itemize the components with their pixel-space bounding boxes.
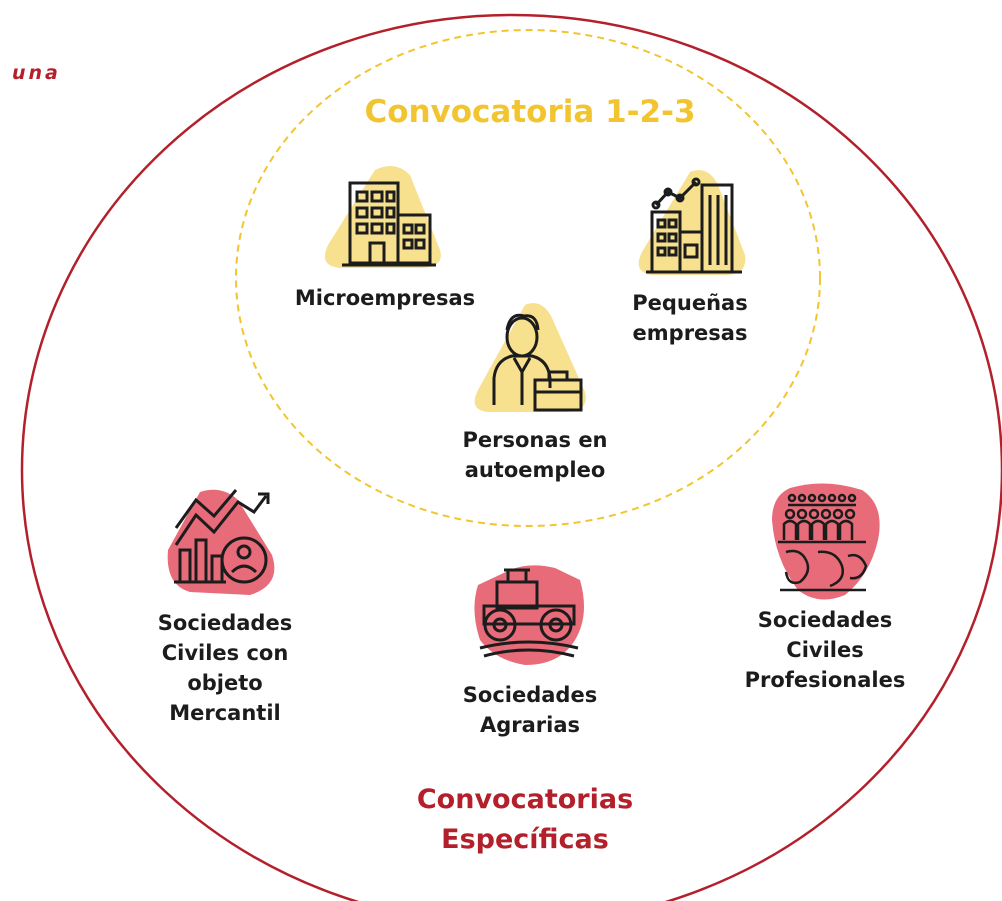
businessman-briefcase-icon (474, 303, 586, 412)
label-sociedades-agrarias: Sociedades Agrarias (462, 683, 598, 737)
label-personas-autoempleo: Personas en autoempleo (462, 428, 608, 482)
people-group-map-icon (772, 483, 880, 600)
outer-circle (20, 13, 1002, 901)
tractor-icon (474, 565, 584, 665)
growth-chart-person-icon (167, 489, 275, 595)
office-building-icon (324, 166, 441, 268)
inner-dashed-circle (235, 29, 821, 527)
city-buildings-growth-icon (638, 170, 746, 275)
corner-text: una (12, 62, 61, 84)
inner-group-title: Convocatoria 1-2-3 (364, 94, 696, 130)
label-sociedades-civiles-mercantil: Sociedades Civiles con objeto Mercantil (157, 611, 293, 725)
label-pequenas-empresas: Pequeñas empresas (632, 291, 748, 345)
outer-group-title: Convocatorias Específicas (416, 784, 634, 855)
label-sociedades-profesionales: Sociedades Civiles Profesionales (744, 608, 906, 692)
label-microempresas: Microempresas (294, 286, 476, 310)
